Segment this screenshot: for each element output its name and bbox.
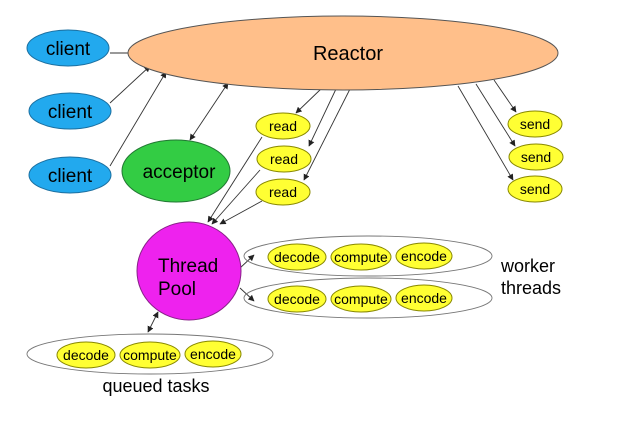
read-label: read [269,184,297,200]
send-ellipse [508,143,564,171]
client-label: client [46,39,91,60]
edge-reactor-to-send-2 [475,83,516,147]
queued-tasks-caption: queued tasks [102,376,209,396]
edge-read-3-to-pool [219,200,263,225]
task-node: encode [184,340,242,368]
task-node: decode [56,341,116,369]
read-ellipse [256,145,312,173]
task-ellipse [267,243,327,271]
client-node: client [28,156,112,194]
task-ellipse [330,243,392,271]
read-node: read [255,178,311,206]
reactor-label: Reactor [313,43,383,65]
read-node: read [256,145,312,173]
task-ellipse [330,285,392,313]
task-ellipse [184,340,242,368]
edge-reactor-to-send-3 [457,85,514,181]
queue-row: decode compute encode [26,333,274,375]
task-label: compute [123,347,177,363]
edge-read-1-to-pool [207,136,263,223]
edge-acceptor-reactor [189,82,229,141]
queue-row-outline [26,333,274,375]
task-label: decode [274,249,320,265]
send-label: send [521,149,551,165]
task-ellipse [119,341,181,369]
send-node: send [508,143,564,171]
edge-pool-to-worker-row-2 [239,287,255,302]
worker-row: decode compute encode [243,235,493,277]
task-ellipse [56,341,116,369]
task-node: compute [119,341,181,369]
edge-pool-to-worker-row-1 [239,254,255,269]
client-ellipse [28,92,112,130]
send-label: send [520,181,550,197]
send-node: send [507,175,563,203]
task-ellipse [395,284,453,312]
client-node: client [28,92,112,130]
client-ellipse [28,156,112,194]
task-label: encode [190,346,236,362]
reactor-ellipse [127,15,559,91]
task-label: decode [63,347,109,363]
edge-pool-queue [147,311,159,333]
send-label: send [520,116,550,132]
task-node: compute [330,243,392,271]
client-ellipse [26,29,110,67]
acceptor-node: acceptor [121,139,231,203]
read-label: read [269,118,297,134]
worker-row-outline [243,235,493,277]
task-label: compute [334,291,388,307]
task-ellipse [395,242,453,270]
edges [109,49,517,333]
read-ellipse [255,112,311,140]
thread-pool-node: Thread Pool [136,221,242,321]
edge-reactor-to-read-2 [308,88,337,147]
client-label: client [48,166,93,187]
task-label: encode [401,248,447,264]
task-node: compute [330,285,392,313]
read-ellipse [255,178,311,206]
edge-client-3-to-reactor [109,71,167,167]
send-ellipse [507,175,563,203]
task-node: encode [395,284,453,312]
worker-threads-caption-line-1: worker [500,256,555,276]
task-label: compute [334,249,388,265]
reactor-node: Reactor [127,15,559,91]
task-node: decode [267,243,327,271]
task-label: encode [401,290,447,306]
thread-pool-label-line-2: Pool [158,279,196,300]
read-label: read [270,151,298,167]
task-node: decode [267,285,327,313]
client-node: client [26,29,110,67]
task-label: decode [274,291,320,307]
worker-row-outline [243,277,493,319]
task-node: encode [395,242,453,270]
edge-read-2-to-pool [211,169,261,225]
thread-pool-label-line-1: Thread [158,256,218,277]
edge-reactor-to-read-3 [303,88,351,181]
task-ellipse [267,285,327,313]
worker-row: decode compute encode [243,277,493,319]
send-ellipse [507,110,563,138]
read-node: read [255,112,311,140]
edge-reactor-to-send-1 [493,79,517,113]
edge-reactor-to-read-1 [295,87,323,114]
acceptor-label: acceptor [143,162,217,183]
acceptor-ellipse [121,139,231,203]
worker-threads-caption-line-2: threads [501,278,561,298]
thread-pool-circle [136,221,242,321]
send-node: send [507,110,563,138]
client-label: client [48,102,93,123]
edge-client-2-to-reactor [109,65,151,104]
